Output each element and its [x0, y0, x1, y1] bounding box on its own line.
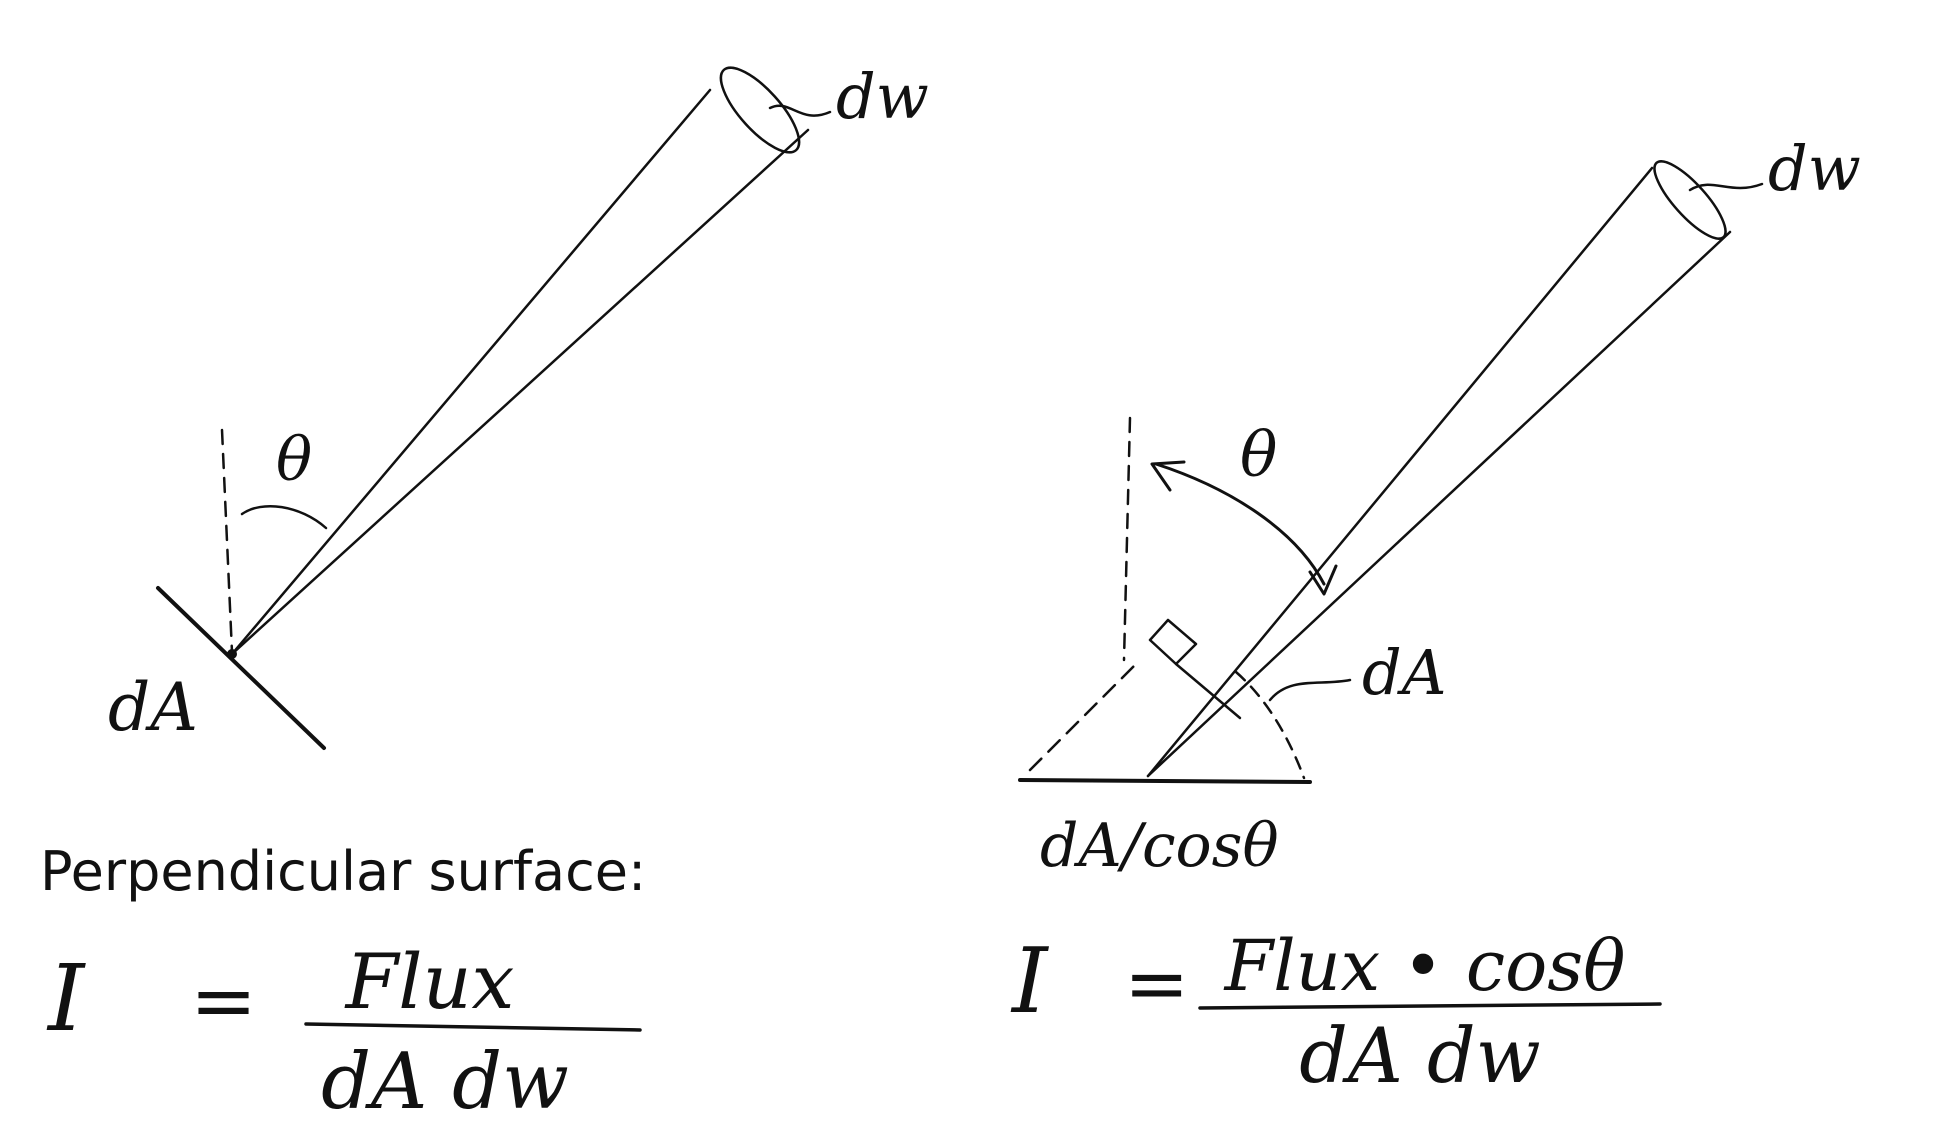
- right-cone-cap-ellipse: [1653, 160, 1727, 240]
- right-projection-dashed: [1234, 670, 1306, 780]
- right-da-label: dA: [1362, 636, 1446, 709]
- left-cone-cap-ellipse: [719, 66, 801, 154]
- right-eq-fraction-bar: [1198, 1002, 1662, 1010]
- right-dw-label: dw: [1768, 132, 1861, 205]
- right-cone-ray-upper: [1146, 166, 1654, 778]
- left-caption: Perpendicular surface:: [40, 840, 646, 903]
- left-cone-ray-upper: [230, 88, 712, 656]
- right-eq-lhs: I: [1010, 929, 1049, 1034]
- left-da-label: dA: [108, 669, 198, 746]
- right-theta-arrowhead-top: [1150, 460, 1186, 492]
- right-tilted-surface-dashed: [1028, 658, 1142, 772]
- left-dw-leader: [768, 104, 832, 117]
- right-dw-leader: [1688, 182, 1764, 192]
- right-diagram: dw θ dA dA/cosθ I = Flux • cosθ dA dw: [1010, 132, 1861, 1100]
- left-eq-numerator: Flux: [344, 937, 515, 1026]
- right-da-leader: [1268, 678, 1352, 702]
- left-eq-lhs: I: [46, 945, 86, 1052]
- right-base-line: [1018, 778, 1312, 784]
- left-diagram: dw θ dA Perpendicular surface: I = Flux …: [40, 60, 929, 1127]
- right-theta-arrowhead-bottom: [1308, 564, 1338, 596]
- right-perp-segment: [1174, 662, 1242, 720]
- left-dw-label: dw: [836, 60, 929, 133]
- right-theta-arc: [1154, 462, 1326, 586]
- right-equation: I = Flux • cosθ dA dw: [1010, 925, 1662, 1100]
- left-equation: I = Flux dA dw: [46, 937, 642, 1127]
- left-eq-equals: =: [190, 954, 257, 1047]
- right-cone-ray-lower: [1146, 230, 1732, 778]
- left-theta-leader: [240, 505, 328, 530]
- right-eq-equals: =: [1124, 939, 1189, 1029]
- right-normal-dashed-line: [1122, 416, 1132, 662]
- right-projected-area-label: dA/cosθ: [1040, 811, 1279, 881]
- left-eq-fraction-bar: [304, 1022, 642, 1032]
- left-eq-denominator: dA dw: [321, 1037, 569, 1127]
- right-angle-marker: [1148, 618, 1198, 666]
- right-eq-numerator: Flux • cosθ: [1223, 925, 1626, 1007]
- left-cone-ray-lower: [230, 128, 810, 656]
- left-normal-dashed-line: [220, 428, 234, 654]
- left-surface-line: [156, 586, 326, 750]
- right-eq-denominator: dA dw: [1299, 1011, 1540, 1100]
- left-theta-label: θ: [276, 425, 312, 495]
- right-theta-label: θ: [1240, 418, 1277, 491]
- left-origin-dot: [227, 649, 237, 659]
